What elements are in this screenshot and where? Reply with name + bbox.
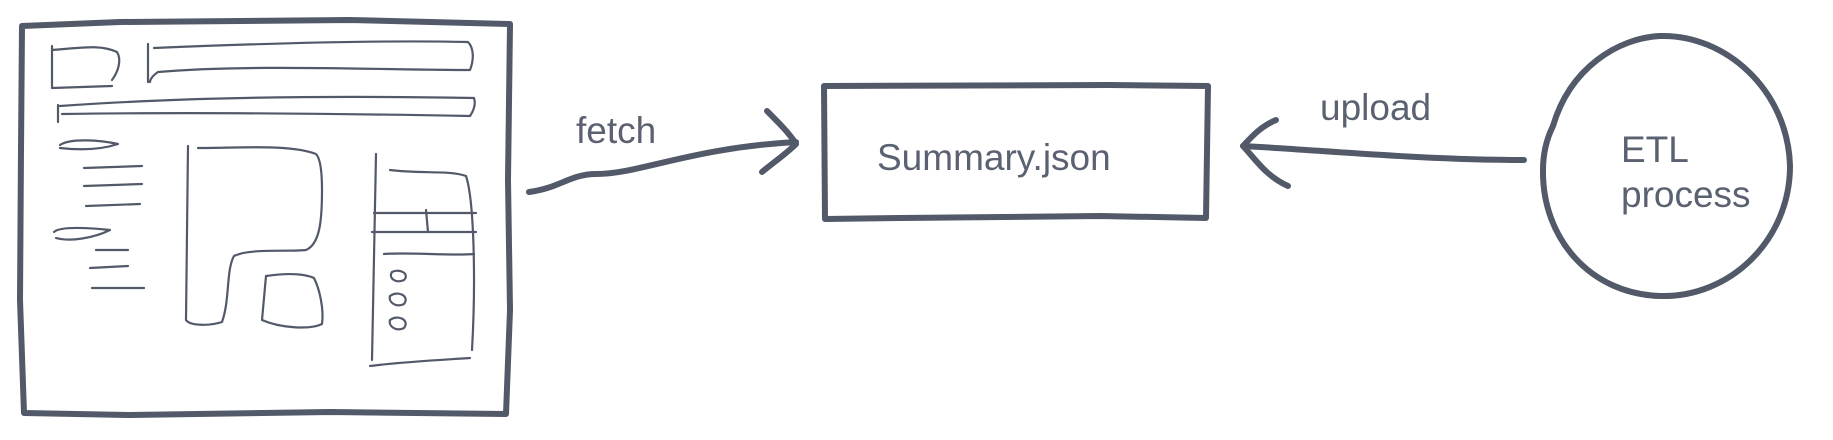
- etl-label-line1: ETL: [1621, 129, 1689, 170]
- upload-edge-label: upload: [1320, 87, 1431, 128]
- dashboard-wireframe-icon: [17, 17, 513, 418]
- summary-json-label: Summary.json: [877, 137, 1111, 178]
- dashboard-frame: [17, 17, 513, 418]
- etl-label-line2: process: [1621, 174, 1751, 215]
- wireframe-sketch: [50, 40, 478, 368]
- fetch-arrow: [526, 108, 799, 195]
- upload-arrow: [1240, 117, 1527, 189]
- fetch-edge-label: fetch: [576, 110, 656, 151]
- summary-json-box: [821, 82, 1211, 222]
- etl-process-circle: [1539, 32, 1793, 300]
